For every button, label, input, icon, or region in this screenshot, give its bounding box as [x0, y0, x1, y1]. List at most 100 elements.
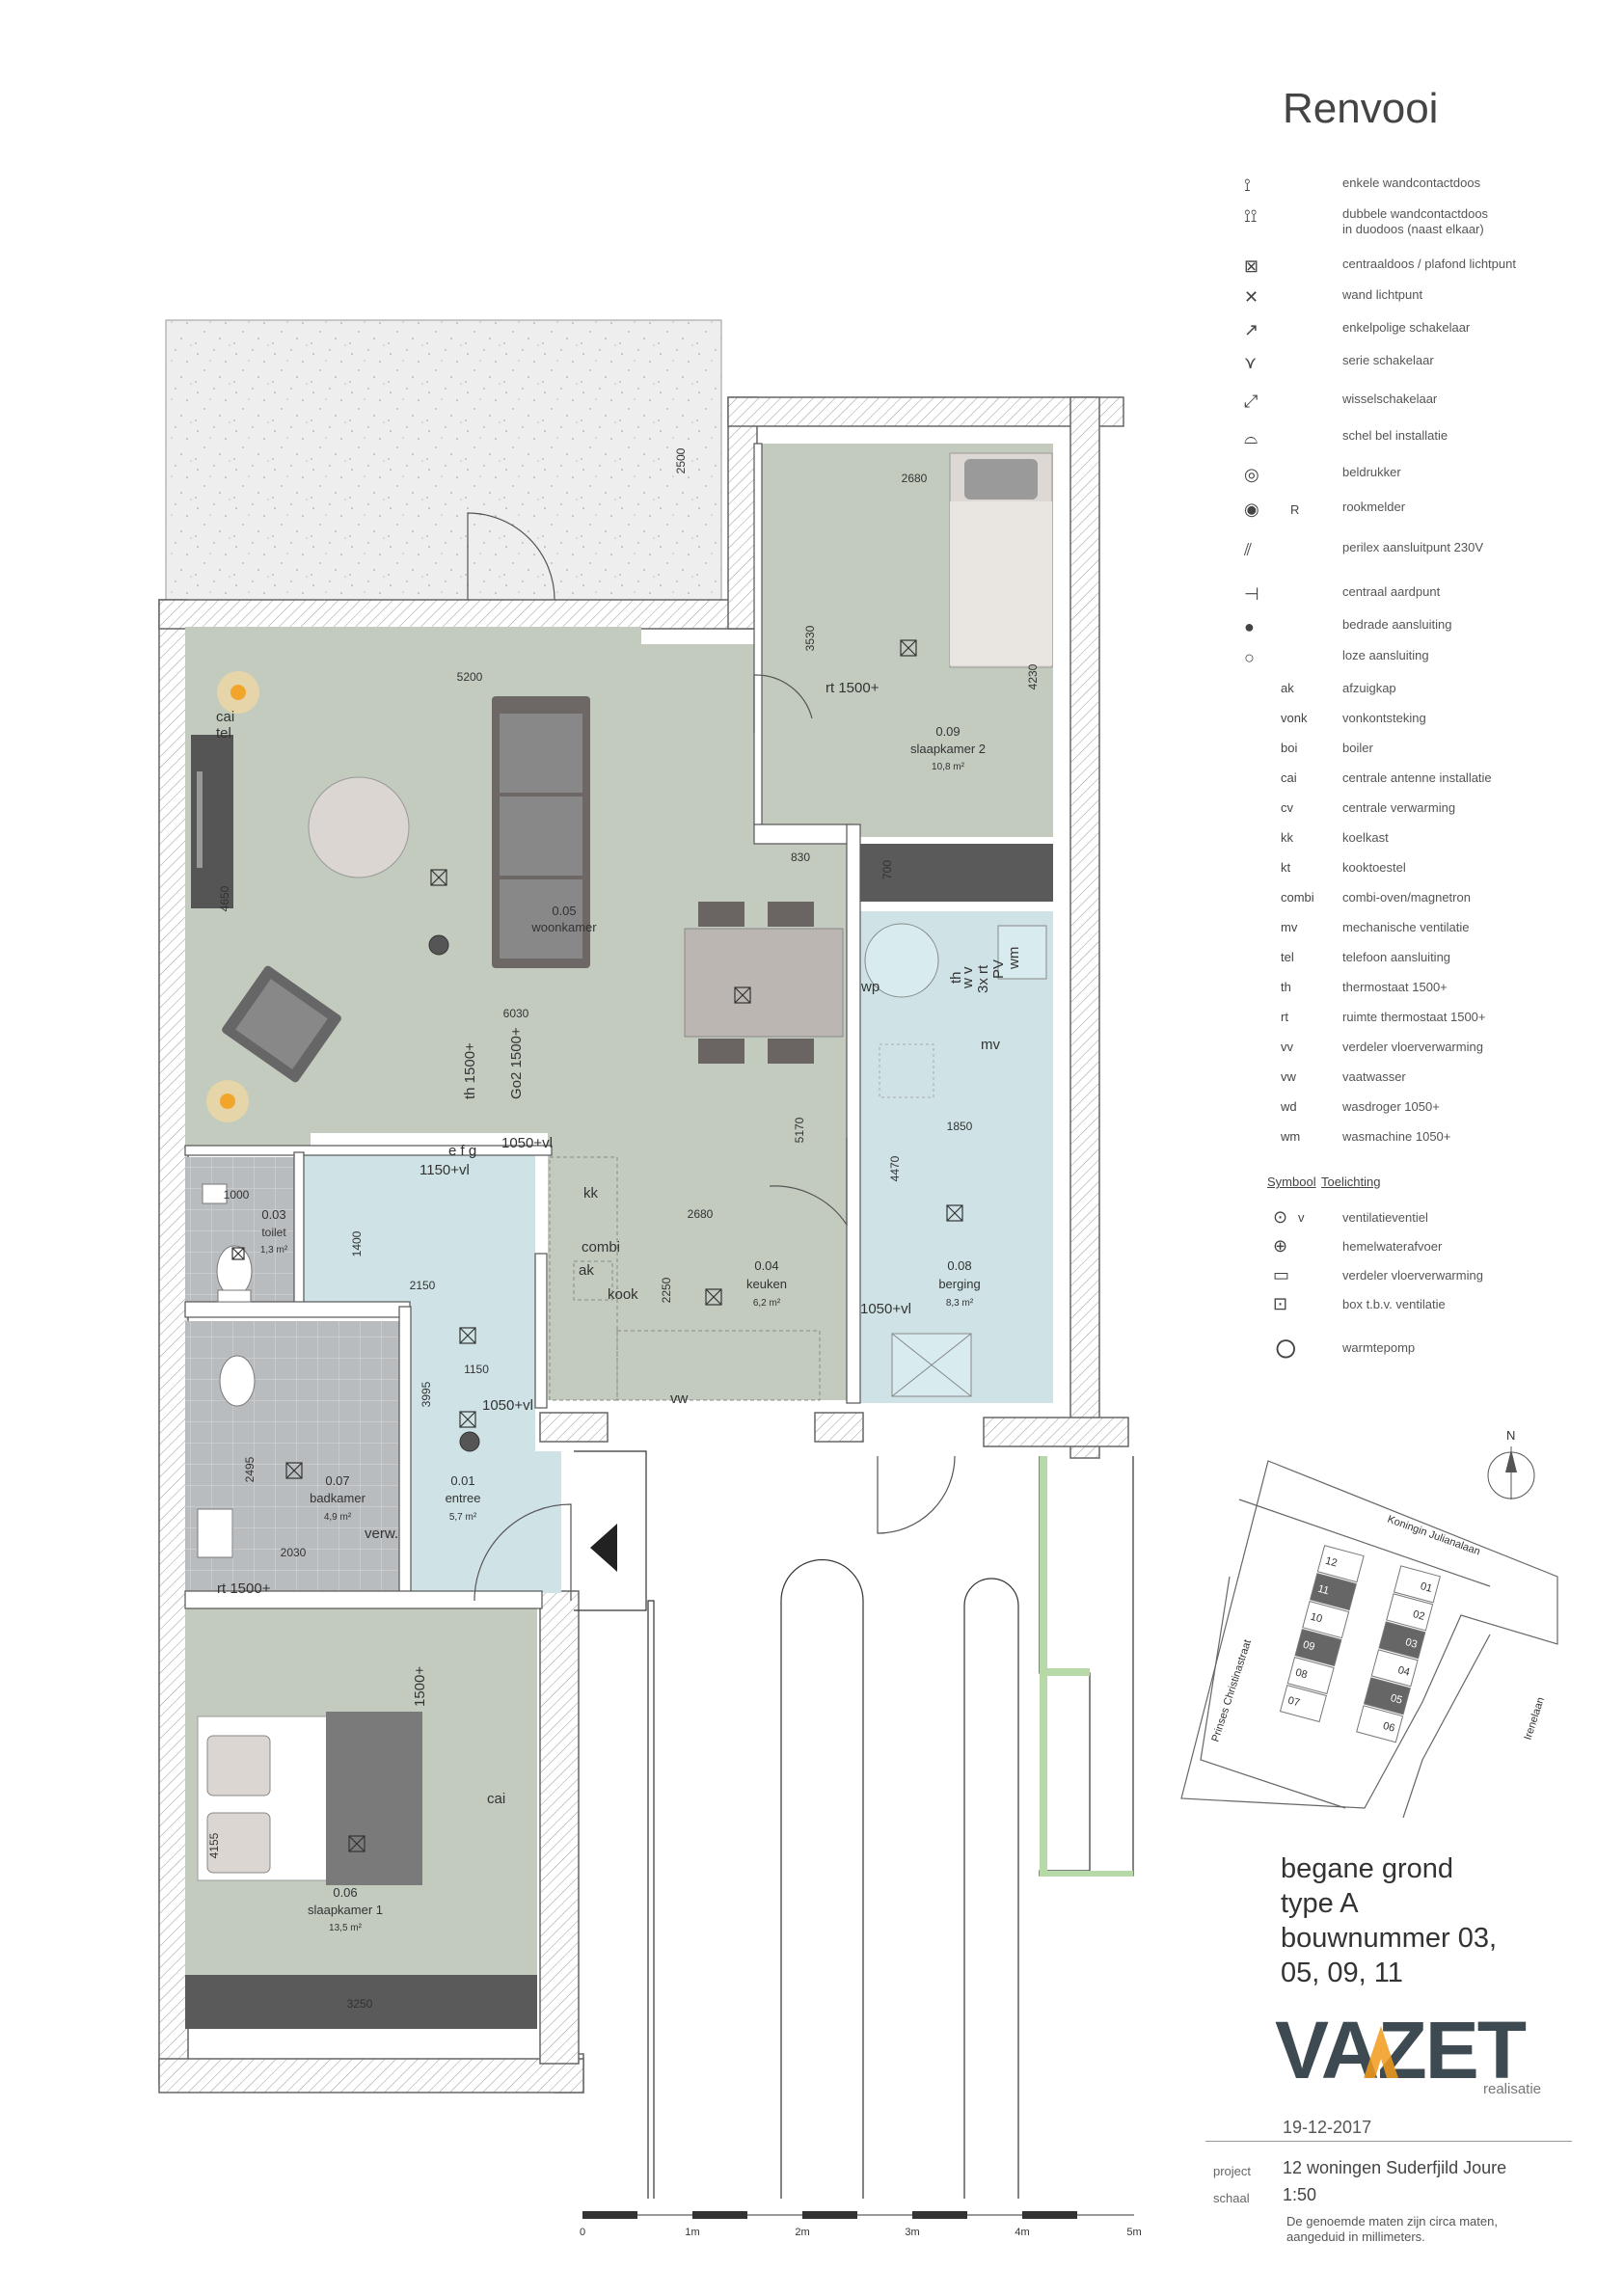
- title-line-4: 05, 09, 11: [1281, 1958, 1403, 1988]
- title-line-2: type A: [1281, 1888, 1359, 1919]
- legend-abbr-label: kooktoestel: [1342, 860, 1406, 875]
- legend-item-label: enkele wandcontactdoos: [1342, 176, 1481, 190]
- ann-vw: vw: [670, 1391, 689, 1407]
- room-name-woonkamer: woonkamer: [530, 920, 597, 934]
- ann-3x-rt: 3x rt: [975, 964, 991, 993]
- empty-connection-icon: ○: [1244, 647, 1255, 667]
- heat-pump: [864, 923, 939, 998]
- room-name-keuken: keuken: [746, 1277, 787, 1291]
- title-line-1: begane grond: [1281, 1853, 1453, 1884]
- dim-keuken-depth: 5170: [793, 1117, 806, 1143]
- legend-item-label: dubbele wandcontactdoos in duodoos (naas…: [1342, 206, 1489, 236]
- series-switch-icon: ⋎: [1244, 352, 1258, 372]
- legend-abbr: vv: [1281, 1040, 1293, 1054]
- symbol-header: Symbool: [1267, 1175, 1316, 1189]
- legend-item-label: serie schakelaar: [1342, 353, 1434, 367]
- lot-10: 10: [1309, 1611, 1323, 1626]
- ann-mv: mv: [981, 1037, 1000, 1053]
- street-koningin-julianalaan: Koningin Julianalaan: [1386, 1514, 1482, 1558]
- toelichting-header: Toelichting: [1321, 1175, 1381, 1189]
- legend-symbol-abbr: v: [1298, 1210, 1305, 1225]
- smoke-detectors: [428, 934, 480, 1452]
- legend-item: ●: [1244, 613, 1290, 640]
- dim-terrace: 2500: [674, 447, 688, 473]
- legend-abbr-label: thermostaat 1500+: [1342, 980, 1448, 994]
- changeover-switch-icon: ⤢: [1244, 391, 1259, 411]
- scale-tick-5: 5m: [1126, 2227, 1141, 2238]
- lot-04: 04: [1396, 1664, 1411, 1679]
- room-area-toilet: 1,3 m²: [260, 1245, 288, 1256]
- dim-slaapkamer1-width: 3250: [347, 1997, 373, 2011]
- room-number-entree: 0.01: [450, 1473, 474, 1488]
- smoke-detector-icon: ◉: [1244, 499, 1259, 519]
- lot-02: 02: [1412, 1608, 1426, 1623]
- wall-light-icon: ✕: [1244, 286, 1259, 307]
- lot-05: 05: [1389, 1692, 1403, 1707]
- single-switch-icon: ↗: [1244, 319, 1259, 339]
- floor-plan: 2500 2680 3530 4230 5200 4650 6030 5170 …: [158, 319, 1142, 2238]
- legend-abbr-label: centrale antenne installatie: [1342, 770, 1492, 785]
- legend-abbr-label: centrale verwarming: [1342, 800, 1456, 815]
- wired-connection-icon: ●: [1244, 616, 1255, 636]
- scale-tick-4: 4m: [1015, 2227, 1029, 2238]
- entrance-arrow: [590, 1524, 617, 1572]
- perilex-icon: ⫽: [1244, 539, 1253, 559]
- dim-entree-1150: 1150: [464, 1363, 489, 1376]
- scale-tick-0: 0: [580, 2227, 585, 2238]
- room-name-slaapkamer2: slaapkamer 2: [910, 742, 986, 756]
- legend-symbol-label: verdeler vloerverwarming: [1342, 1268, 1483, 1283]
- ann-1050vl-berging: 1050+vl: [860, 1301, 911, 1317]
- lot-01: 01: [1420, 1580, 1434, 1595]
- legend-abbr-label: wasdroger 1050+: [1342, 1099, 1440, 1114]
- legend-title: Renvooi: [1283, 85, 1439, 132]
- legend-item-label: perilex aansluitpunt 230V: [1342, 540, 1483, 554]
- legend-abbr: th: [1281, 980, 1291, 994]
- legend-item: ⟟⟟: [1244, 203, 1290, 230]
- room-number-toilet: 0.03: [261, 1207, 285, 1222]
- dim-slaapkamer2-depth: 3530: [803, 625, 817, 651]
- legend-abbr-label: vonkontsteking: [1342, 711, 1426, 725]
- street-prinses-christinastraat: Prinses Christinastraat: [1209, 1638, 1254, 1743]
- furniture: [191, 452, 1053, 1885]
- room-number-slaapkamer2: 0.09: [935, 724, 960, 739]
- scale-label: schaal: [1213, 2191, 1250, 2205]
- dim-keuken-width: 2680: [688, 1207, 714, 1221]
- dim-berging-width: 1850: [947, 1120, 973, 1133]
- legend-abbr-label: combi-oven/magnetron: [1342, 890, 1471, 905]
- vent-valve-icon: ⊙: [1273, 1207, 1288, 1227]
- ann-1500-bed: 1500+: [412, 1666, 428, 1707]
- legend-item: ○: [1244, 644, 1290, 671]
- heat-pump-icon: ○: [1273, 1324, 1299, 1371]
- legend-item-label: beldrukker: [1342, 465, 1401, 479]
- legend-abbr-label: wasmachine 1050+: [1342, 1129, 1451, 1144]
- title-line-3: bouwnummer 03,: [1281, 1923, 1498, 1954]
- legend-item: ◉R: [1244, 496, 1299, 523]
- ceiling-lights: [231, 639, 963, 1852]
- north-arrow: N: [1487, 1428, 1535, 1499]
- legend-symbol-label: ventilatieventiel: [1342, 1210, 1428, 1225]
- washer-dryer: [997, 925, 1047, 980]
- legend-item: ⋎: [1244, 349, 1290, 376]
- legend-symbol-label: warmtepomp: [1342, 1340, 1416, 1355]
- floor-heating-manifold-icon: ▭: [1273, 1265, 1290, 1284]
- project-value: 12 woningen Suderfjild Joure: [1283, 2158, 1507, 2177]
- ann-combi: combi: [582, 1239, 620, 1256]
- ann-1050vl-entree: 1050+vl: [482, 1397, 533, 1414]
- exterior-paths: [574, 1450, 1134, 2199]
- room-area-keuken: 6,2 m²: [753, 1298, 781, 1309]
- legend-item-abbr: R: [1290, 501, 1300, 517]
- legend-abbr: wd: [1281, 1099, 1297, 1114]
- room-berging-upper: [858, 844, 1053, 902]
- lot-07: 07: [1286, 1695, 1301, 1710]
- ann-rt1500-bath: rt 1500+: [217, 1580, 271, 1597]
- room-number-woonkamer: 0.05: [552, 904, 576, 918]
- scale-value: 1:50: [1283, 2185, 1317, 2204]
- bell-icon: ⌓: [1244, 427, 1259, 447]
- vazet-logo-text: VAZET: [1275, 2011, 1527, 2088]
- legend-abbr: wm: [1281, 1129, 1301, 1144]
- ann-ak: ak: [579, 1262, 594, 1279]
- room-name-entree: entree: [446, 1491, 481, 1505]
- dim-slaapkamer1-depth: 4155: [207, 1832, 221, 1858]
- scale-tick-3: 3m: [905, 2227, 919, 2238]
- legend-abbr: rt: [1281, 1010, 1288, 1024]
